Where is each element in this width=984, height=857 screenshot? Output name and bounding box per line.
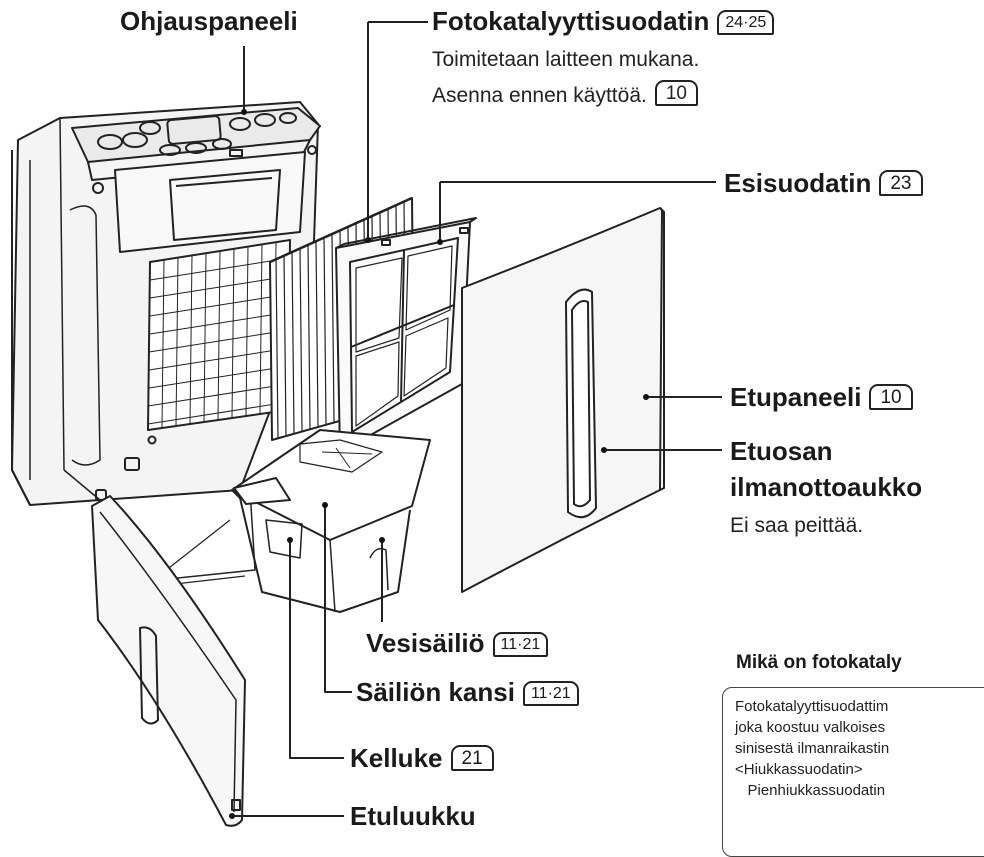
- front-intake-label-line1: Etuosan: [730, 436, 833, 466]
- water-tank-title: Vesisäiliö: [366, 628, 485, 658]
- leader-photocatalyst-filter: [367, 21, 428, 240]
- tank-lid-title: Säiliön kansi: [356, 677, 515, 707]
- front-panel-page-ref: 10: [869, 384, 913, 410]
- front-panel-title: Etupaneeli: [730, 382, 862, 412]
- pre-filter-label: Esisuodatin 23: [724, 168, 923, 198]
- info-line: Pienhiukkassuodatin: [735, 782, 886, 799]
- rear-grille: [147, 239, 291, 431]
- tank-lid-page-ref: 11·21: [522, 681, 579, 706]
- leader-pre-filter: [439, 181, 716, 242]
- front-intake-label-line2: ilmanottoaukko: [730, 472, 923, 502]
- photocatalyst-note-page-ref: 10: [654, 80, 698, 106]
- photocatalyst-note-1: Toimitetaan laitteen mukana.: [432, 48, 700, 71]
- front-panel: [461, 207, 665, 593]
- photocatalyst-filter-page-ref: 24·25: [717, 10, 775, 35]
- float-label: Kelluke 21: [350, 743, 494, 773]
- leader-lines: [232, 21, 722, 817]
- pre-filter-page-ref: 23: [879, 170, 923, 196]
- leader-float: [289, 540, 344, 759]
- front-door: [91, 495, 246, 827]
- photocatalyst-note-2-row: Asenna ennen käyttöä. 10: [432, 80, 698, 110]
- float-title: Kelluke: [350, 743, 443, 773]
- front-intake-note: Ei saa peittää.: [730, 514, 864, 537]
- control-panel-label: Ohjauspaneeli: [120, 6, 298, 36]
- water-tank-page-ref: 11·21: [492, 632, 549, 657]
- info-box: Fotokatalyyttisuodattim joka koostuu val…: [722, 687, 984, 857]
- info-line: sinisestä ilmanraikastin: [735, 740, 890, 757]
- pre-filter-title: Esisuodatin: [724, 168, 872, 198]
- exploded-view-illustration: [11, 21, 722, 827]
- float-page-ref: 21: [450, 745, 494, 771]
- upper-housing: [114, 151, 306, 253]
- photocatalyst-filter-label: Fotokatalyyttisuodatin 24·25: [432, 6, 775, 36]
- water-tank: [231, 429, 431, 613]
- pre-filter: [335, 217, 477, 453]
- info-line: joka koostuu valkoises: [735, 719, 886, 736]
- front-door-label: Etuluukku: [350, 801, 476, 831]
- water-tank-label: Vesisäiliö 11·21: [366, 628, 549, 658]
- photocatalyst-filter-title: Fotokatalyyttisuodatin: [432, 6, 710, 36]
- leader-tank-lid: [324, 505, 352, 693]
- control-panel: [71, 107, 321, 181]
- photocatalyst-note-2: Asenna ennen käyttöä.: [432, 84, 647, 107]
- info-line: <Hiukkassuodatin>: [735, 761, 863, 778]
- info-heading: Mikä on fotokataly: [736, 652, 902, 673]
- front-panel-label: Etupaneeli 10: [730, 382, 913, 412]
- tank-lid-label: Säiliön kansi 11·21: [356, 677, 579, 707]
- info-line: Fotokatalyyttisuodattim: [735, 698, 889, 715]
